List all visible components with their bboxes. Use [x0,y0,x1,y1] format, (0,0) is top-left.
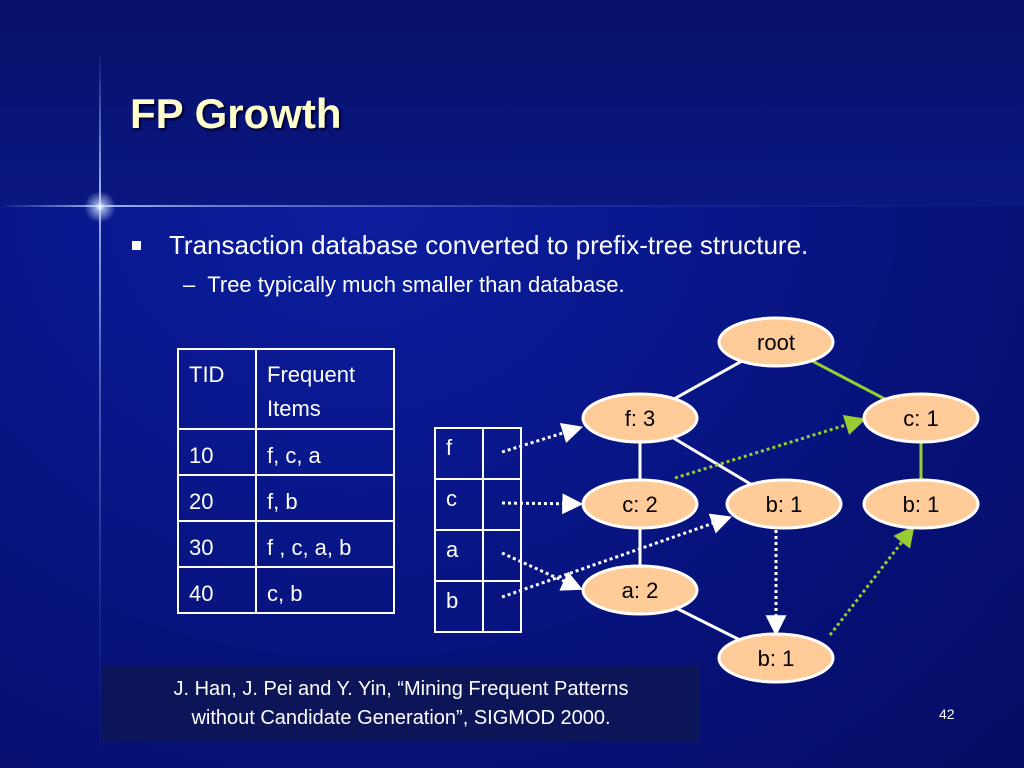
node-link-c2-c1r [674,414,867,480]
decorative-flare-star-icon [84,191,116,223]
table-header-row: TID Frequent Items [177,348,395,430]
node-label: c: 1 [903,406,938,431]
node-link-header-c-c2 [501,493,584,515]
header-link-cell [482,580,522,633]
node-ellipse [581,392,699,444]
table-row: 20 f, b [177,474,395,522]
page-number: 42 [939,706,955,722]
items-cell: f, b [255,474,395,522]
header-item: c [434,478,484,531]
table-row: 40 c, b [177,566,395,614]
node-label: b: 1 [903,492,940,517]
header-table: f c a b [434,427,522,633]
node-label: a: 2 [622,578,659,603]
tree-nodes: root f: 3 c: 1 c: 2 b: 1 b: 1 a: 2 b: 1 [581,316,980,684]
node-label: b: 1 [758,646,795,671]
header-table-row: a [434,529,522,582]
node-ellipse [717,632,835,684]
slide-title: FP Growth [130,90,342,137]
header-item: a [434,529,484,582]
node-ellipse [862,392,980,444]
header-link-cell [482,529,522,582]
node-label: f: 3 [625,406,656,431]
decorative-flare-vertical [99,50,101,768]
node-link-header-f-f3 [501,422,584,454]
items-cell: f , c, a, b [255,520,395,568]
citation-line: J. Han, J. Pei and Y. Yin, “Mining Frequ… [173,677,629,700]
sub-bullet-text: Tree typically much smaller than databas… [207,272,625,297]
tree-node-b1m: b: 1 [725,478,843,530]
transaction-table: TID Frequent Items 10 f, c, a 20 f, b 30… [177,348,395,614]
node-label: c: 2 [622,492,657,517]
node-ellipse [581,478,699,530]
header-link-cell [482,427,522,480]
tree-node-b1r: b: 1 [862,478,980,530]
items-cell: f, c, a [255,428,395,476]
node-ellipse [862,478,980,530]
node-label: b: 1 [766,492,803,517]
node-ellipse [581,564,699,616]
tree-node-c1r: c: 1 [862,392,980,444]
node-label: root [757,330,795,355]
header-table-row: f [434,427,522,480]
citation-box: J. Han, J. Pei and Y. Yin, “Mining Frequ… [102,665,700,742]
tree-node-c2: c: 2 [581,478,699,530]
items-cell-highlighted: c, b [255,566,395,614]
header-table-row: b [434,580,522,633]
decorative-flare-horizontal [0,205,1024,207]
sub-bullet-item: – Tree typically much smaller than datab… [183,272,625,298]
square-bullet-icon [132,241,141,250]
tid-cell: 10 [177,428,257,476]
header-table-row: c [434,478,522,531]
node-ellipse [725,478,843,530]
header-item: b [434,580,484,633]
tid-cell: 30 [177,520,257,568]
header-item: f [434,427,484,480]
dash-bullet-icon: – [183,272,196,297]
tree-node-root: root [717,316,835,368]
citation-line: without Candidate Generation”, SIGMOD 20… [191,706,611,729]
tree-node-b1b: b: 1 [717,632,835,684]
node-ellipse [717,316,835,368]
node-link-header-a-a2 [501,551,583,591]
tid-cell: 20 [177,474,257,522]
bullet-item: Transaction database converted to prefix… [132,230,808,261]
table-row: 30 f , c, a, b [177,520,395,568]
tree-node-a2: a: 2 [581,564,699,616]
header-cell-items: Frequent Items [255,348,395,430]
node-link-header-b-b1m [501,513,732,599]
node-links [501,414,915,637]
header-cell-tid: TID [177,348,257,430]
tree-node-f3: f: 3 [581,392,699,444]
bullet-text: Transaction database converted to prefix… [169,230,809,260]
node-link-b1b-b1r [828,525,915,636]
title-band [0,0,1024,206]
table-row: 10 f, c, a [177,428,395,476]
tid-cell: 40 [177,566,257,614]
